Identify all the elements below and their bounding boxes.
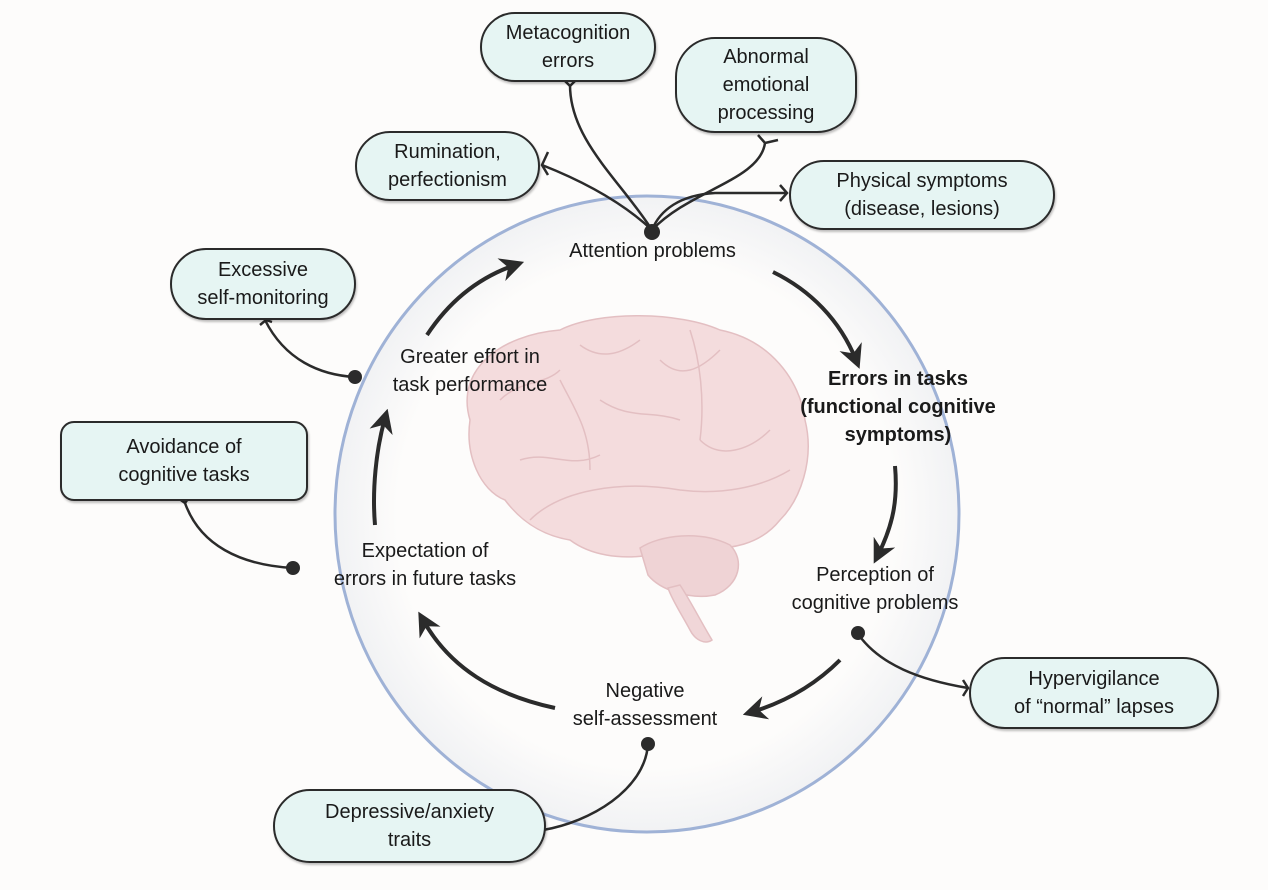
- arrow-effort-to-attention: [425, 258, 525, 337]
- connector-hypervigilance: [856, 633, 969, 690]
- connector-abnormal: [651, 142, 767, 231]
- dot-perception: [851, 626, 865, 640]
- factor-text: Excessive self-monitoring: [197, 259, 329, 309]
- dot-attention: [644, 224, 660, 240]
- factor-text: Abnormal emotional processing: [717, 46, 815, 124]
- step-errors: Errors in tasks (functional cognitive sy…: [800, 368, 996, 446]
- step-negative: Negative self-assessment: [572, 680, 718, 730]
- factor-text: Depressive/anxiety traits: [325, 801, 494, 851]
- connector-rumination: [541, 163, 653, 231]
- factor-text: Avoidance of cognitive tasks: [118, 436, 250, 486]
- factor-text: Hypervigilance of “normal” lapses: [1013, 668, 1175, 718]
- factor-rumination: Rumination, perfectionism: [355, 131, 540, 201]
- factor-hypervigilance: Hypervigilance of “normal” lapses: [969, 657, 1219, 729]
- step-effort: Greater effort in task performance: [392, 346, 548, 396]
- factor-text: Metacognition errors: [505, 22, 631, 72]
- step-expectation: Expectation of errors in future tasks: [333, 540, 517, 590]
- step-attention: Attention problems: [569, 240, 736, 262]
- dot-expectation: [286, 561, 300, 575]
- step-perception: Perception of cognitive problems: [791, 564, 959, 614]
- factor-depressive: Depressive/anxiety traits: [273, 789, 546, 863]
- arrow-attention-to-errors: [772, 270, 862, 369]
- arrow-negative-to-expectation: [418, 611, 556, 710]
- arrow-errors-to-perception: [873, 465, 898, 564]
- arrow-perception-to-negative: [742, 658, 842, 720]
- factor-text: Rumination, perfectionism: [388, 141, 507, 191]
- arrow-expectation-to-effort: [369, 408, 393, 526]
- factor-text: Physical symptoms (disease, lesions): [836, 170, 1008, 220]
- dot-effort: [348, 370, 362, 384]
- connector-depressive: [542, 743, 650, 832]
- factor-metacognition: Metacognition errors: [480, 12, 656, 82]
- factor-avoidance: Avoidance of cognitive tasks: [60, 421, 308, 501]
- factor-abnormal-emotional: Abnormal emotional processing: [675, 37, 857, 133]
- factor-physical: Physical symptoms (disease, lesions): [789, 160, 1055, 230]
- cycle-arrows: [369, 258, 898, 720]
- connector-physical: [650, 191, 787, 231]
- connector-avoidance: [183, 502, 294, 570]
- connector-self-monitoring: [263, 319, 356, 379]
- factor-connectors: [177, 77, 970, 839]
- anchor-dots: [286, 224, 865, 751]
- connector-metacognition: [568, 84, 654, 231]
- factor-self-monitoring: Excessive self-monitoring: [170, 248, 356, 320]
- dot-negative: [641, 737, 655, 751]
- brain-illustration: [466, 315, 809, 643]
